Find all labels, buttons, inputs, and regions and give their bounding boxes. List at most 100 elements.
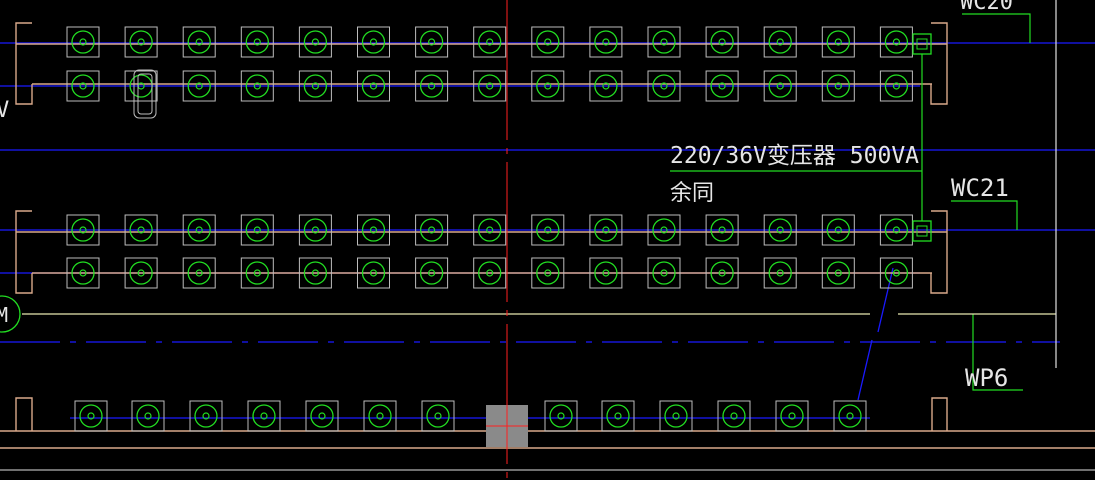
fixture-box xyxy=(531,214,565,246)
fixture-ring xyxy=(136,404,160,428)
light-fixture xyxy=(763,214,797,246)
fixture-center xyxy=(544,38,552,46)
fixture-box xyxy=(298,257,332,289)
label-wp6: WP6 xyxy=(965,364,1008,392)
fixture-box xyxy=(821,26,855,58)
light-fixture xyxy=(415,257,449,289)
fixture-center xyxy=(776,82,784,90)
light-fixture xyxy=(66,214,100,246)
fixture-box xyxy=(66,257,100,289)
light-fixture xyxy=(124,26,158,58)
fixture-center xyxy=(846,412,854,420)
fixture-box xyxy=(544,400,578,432)
tray-left-bracket xyxy=(15,22,33,105)
light-fixture xyxy=(124,214,158,246)
wiring-diagonal xyxy=(857,339,873,401)
fixture-ring xyxy=(549,404,573,428)
fixture-box xyxy=(879,70,913,102)
label-same: 余同 xyxy=(670,181,714,206)
fixture-center xyxy=(892,269,901,277)
light-fixture xyxy=(879,70,913,102)
tray-right-bracket xyxy=(930,22,948,105)
fixture-center xyxy=(718,269,726,277)
fixture-center xyxy=(253,226,261,234)
fixture-box xyxy=(124,26,158,58)
light-fixture xyxy=(473,70,507,102)
fixture-ring xyxy=(652,261,676,285)
fixture-center xyxy=(428,269,436,277)
tray-right-bracket xyxy=(930,210,948,294)
light-fixture xyxy=(247,400,281,432)
label-motor: M xyxy=(0,303,8,327)
fixture-center xyxy=(428,226,436,234)
fixture-box xyxy=(415,70,449,102)
wc21-leader xyxy=(951,200,1018,230)
fixture-center xyxy=(195,269,203,277)
fixture-box xyxy=(66,70,100,102)
fixture-center xyxy=(544,226,552,234)
fixture-box xyxy=(240,214,274,246)
fixture-center xyxy=(376,412,384,420)
light-fixture xyxy=(131,400,165,432)
fixture-box xyxy=(531,257,565,289)
fixture-center xyxy=(602,269,610,277)
fixture-ring xyxy=(594,74,618,98)
fixture-box xyxy=(589,257,623,289)
fixture-box xyxy=(879,257,913,289)
light-fixture xyxy=(705,257,739,289)
fixture-box xyxy=(775,400,809,432)
fixture-box xyxy=(240,70,274,102)
fixture-ring xyxy=(426,404,450,428)
fixture-center xyxy=(137,38,145,46)
light-fixture xyxy=(357,257,390,289)
fixture-ring xyxy=(361,74,386,98)
fixture-center xyxy=(660,269,668,277)
fixture-box xyxy=(473,257,507,289)
fixture-center xyxy=(834,269,842,277)
fixture-center xyxy=(137,269,145,277)
light-fixture xyxy=(821,26,855,58)
fixture-box xyxy=(240,26,274,58)
junction-box-inner xyxy=(916,38,928,50)
fixture-center xyxy=(311,38,319,46)
light-fixture xyxy=(531,26,565,58)
fixture-ring xyxy=(722,404,746,428)
fixture-center xyxy=(730,412,738,420)
light-fixture xyxy=(240,26,274,58)
light-fixture xyxy=(647,70,681,102)
fixture-box xyxy=(589,26,623,58)
fixture-ring xyxy=(826,261,850,285)
junction-box-inner xyxy=(916,225,928,237)
fixture-box xyxy=(705,26,739,58)
fixture-box xyxy=(473,26,507,58)
light-fixture xyxy=(531,214,565,246)
light-fixture xyxy=(821,70,855,102)
fixture-ring xyxy=(252,404,276,428)
fixture-ring xyxy=(478,30,502,54)
fixture-ring xyxy=(884,261,909,285)
fixture-ring xyxy=(594,261,618,285)
fixture-ring xyxy=(536,261,560,285)
fixture-box xyxy=(473,214,507,246)
light-fixture xyxy=(821,257,855,289)
fixture-box xyxy=(74,400,108,432)
fixture-ring xyxy=(768,218,792,242)
light-fixture xyxy=(182,257,216,289)
fixture-center xyxy=(79,269,87,277)
light-fixture xyxy=(589,70,623,102)
fixture-ring xyxy=(536,74,560,98)
light-fixture xyxy=(647,26,681,58)
fixture-center xyxy=(892,82,901,90)
fixture-center xyxy=(486,226,494,234)
light-fixture xyxy=(705,70,739,102)
fixture-ring xyxy=(664,404,688,428)
light-fixture xyxy=(415,26,449,58)
fixture-center xyxy=(486,269,494,277)
fixture-box xyxy=(659,400,693,432)
fixture-ring xyxy=(478,261,502,285)
fixture-center xyxy=(602,226,610,234)
fixture-center xyxy=(892,226,901,234)
fixture-box xyxy=(705,214,739,246)
fixture-center xyxy=(369,38,378,46)
